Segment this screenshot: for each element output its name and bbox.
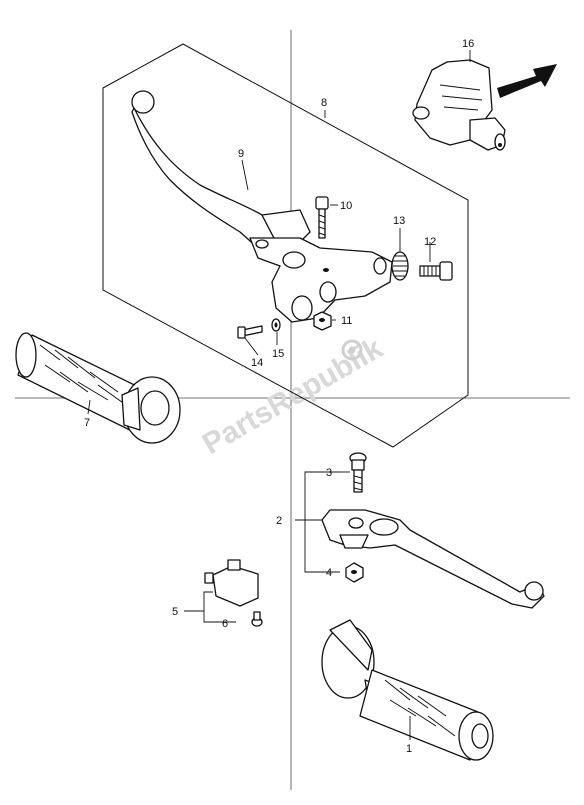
callout-labels: 16 8 9 10 13 12 11 14 15 7 3 2 4 5 6 1	[84, 38, 474, 755]
part-2-clutch-lever	[321, 509, 545, 609]
lever-bracket-body	[249, 237, 393, 323]
leader-lines	[87, 50, 471, 740]
arrow-up-right-icon	[497, 64, 557, 98]
callout-6: 6	[222, 618, 228, 630]
callout-5: 5	[172, 606, 178, 618]
callout-9: 9	[238, 148, 244, 160]
part-15-washer	[271, 318, 281, 332]
callout-7: 7	[84, 417, 90, 429]
part-7-left-grip	[15, 332, 181, 444]
gear-icon	[341, 339, 363, 361]
callout-10: 10	[340, 200, 352, 212]
part-9-lever	[131, 90, 311, 251]
callout-15: 15	[272, 348, 284, 360]
part-16-switch-housing	[412, 59, 506, 151]
part-14-bolt	[237, 325, 263, 339]
part-5-switch	[204, 559, 259, 607]
callout-14: 14	[251, 357, 263, 369]
callout-12: 12	[424, 236, 436, 248]
callout-13: 13	[393, 215, 405, 227]
callout-8: 8	[321, 97, 327, 109]
assembly-group-box	[102, 43, 469, 448]
part-4-nut	[345, 562, 364, 583]
part-10-bolt	[315, 196, 329, 239]
callout-4: 4	[326, 567, 332, 579]
part-1-right-grip	[321, 619, 494, 761]
part-12-screw	[419, 261, 453, 281]
callout-1: 1	[406, 743, 412, 755]
part-11-nut	[313, 311, 332, 331]
part-13-adjuster	[391, 251, 409, 281]
callout-3: 3	[326, 467, 332, 479]
part-6-screw	[251, 611, 263, 627]
callout-16: 16	[462, 38, 474, 50]
part-3-bolt	[349, 452, 367, 493]
callout-2: 2	[276, 515, 282, 527]
watermark: PartsRepublik	[197, 331, 388, 461]
callout-11: 11	[341, 315, 352, 327]
